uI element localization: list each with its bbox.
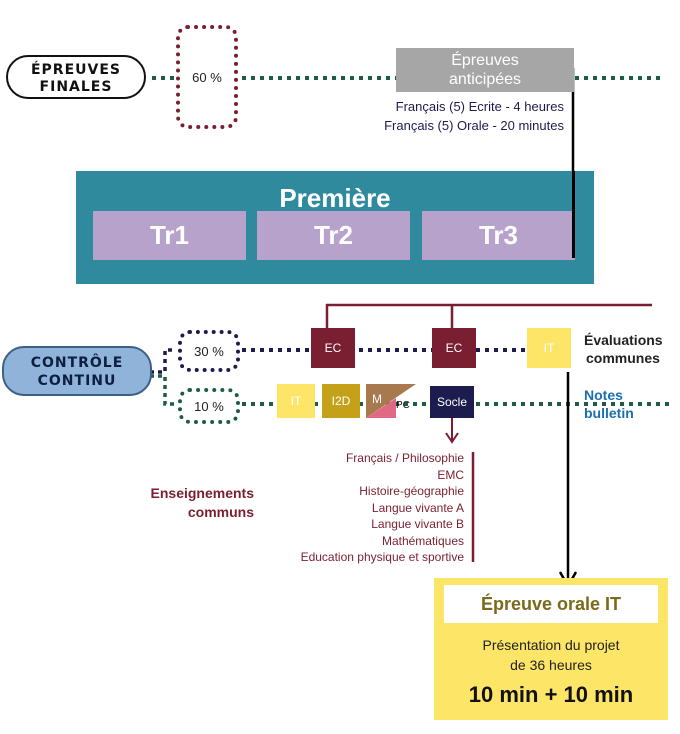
- anticipees-line2: anticipées: [448, 71, 522, 88]
- subject-item: Français / Philosophie: [345, 451, 464, 465]
- tr1-label: Tr1: [149, 220, 190, 250]
- oral-title-box: Épreuve orale IT: [444, 585, 658, 623]
- enseignements-line1: Enseignements: [150, 485, 254, 501]
- it-label-top: IT: [543, 341, 555, 355]
- controle-30-percent: 30 %: [194, 343, 224, 359]
- subjects-list: Français / Philosophie EMC Histoire-géog…: [240, 450, 464, 566]
- ec-box-2: EC: [432, 328, 476, 368]
- subject-item: Education physique et sportive: [300, 550, 464, 564]
- evaluations-communes: Évaluations communes: [584, 331, 663, 367]
- i2d-label: I2D: [331, 394, 351, 408]
- anticipees-orale: Français (5) Orale - 20 minutes: [384, 118, 564, 133]
- notes-line2: bulletin: [584, 405, 634, 421]
- premiere-block: Première Tr1 Tr2 Tr3: [76, 171, 594, 284]
- anticipees-ecrite: Français (5) Ecrite - 4 heures: [395, 99, 564, 114]
- tr1-box: Tr1: [93, 211, 246, 260]
- finales-line1: ÉPREUVES: [30, 62, 122, 78]
- subject-item: Langue vivante B: [371, 517, 464, 531]
- oral-desc-2: de 36 heures: [510, 657, 592, 673]
- m-pc-shape: [366, 384, 416, 418]
- premiere-title: Première: [279, 183, 391, 213]
- it-label: IT: [290, 394, 302, 408]
- oral-duration: 10 min + 10 min: [468, 682, 634, 707]
- controle-10-box: 10 %: [178, 388, 240, 424]
- finales-line2: FINALES: [39, 79, 113, 95]
- tr2-box: Tr2: [257, 211, 410, 260]
- evaluations-line2: communes: [586, 350, 660, 366]
- enseignements-communs: Enseignements communs: [96, 484, 254, 522]
- oral-desc-1: Présentation du projet: [482, 637, 620, 653]
- socle-box: Socle: [430, 386, 474, 418]
- notes-bulletin: Notes bulletin: [584, 386, 634, 422]
- controle-continu-pill: CONTRÔLE CONTINU: [2, 346, 152, 396]
- tr3-box: Tr3: [422, 211, 575, 260]
- ec-label-1: EC: [324, 341, 342, 355]
- tr3-connector: [572, 171, 575, 258]
- subject-item: Mathématiques: [381, 533, 464, 548]
- subject-item: Histoire-géographie: [359, 484, 464, 498]
- ec-label-2: EC: [445, 341, 463, 355]
- controle-30-box: 30 %: [178, 330, 240, 372]
- tr2-label: Tr2: [313, 220, 354, 250]
- socle-label: Socle: [436, 395, 468, 409]
- pc-label: PC: [396, 400, 410, 411]
- evaluations-line1: Évaluations: [584, 332, 663, 348]
- subject-item: EMC: [437, 467, 464, 482]
- i2d-box: I2D: [322, 384, 360, 418]
- enseignements-line2: communs: [187, 504, 254, 520]
- ec-box-1: EC: [311, 328, 355, 368]
- notes-line1: Notes: [584, 387, 623, 403]
- epreuves-finales-pill: ÉPREUVES FINALES: [6, 55, 146, 99]
- tr3-label: Tr3: [478, 220, 519, 250]
- it-box-top: IT: [527, 328, 571, 368]
- controle-line1: CONTRÔLE: [30, 355, 124, 371]
- controle-line2: CONTINU: [37, 373, 117, 389]
- oral-title: Épreuve orale IT: [480, 593, 622, 614]
- controle-10-percent: 10 %: [194, 398, 224, 414]
- anticipees-line1: Épreuves: [451, 52, 519, 69]
- epreuves-anticipees-box: Épreuves anticipées: [396, 48, 574, 92]
- subject-item: Langue vivante A: [371, 500, 464, 515]
- finales-percent-box: 60 %: [176, 25, 238, 129]
- m-label: M: [372, 392, 382, 406]
- it-box: IT: [277, 384, 315, 418]
- m-pc-box: M PC: [366, 384, 416, 418]
- epreuve-orale-panel: Épreuve orale IT Présentation du projet …: [434, 578, 668, 720]
- finales-percent: 60 %: [192, 69, 222, 85]
